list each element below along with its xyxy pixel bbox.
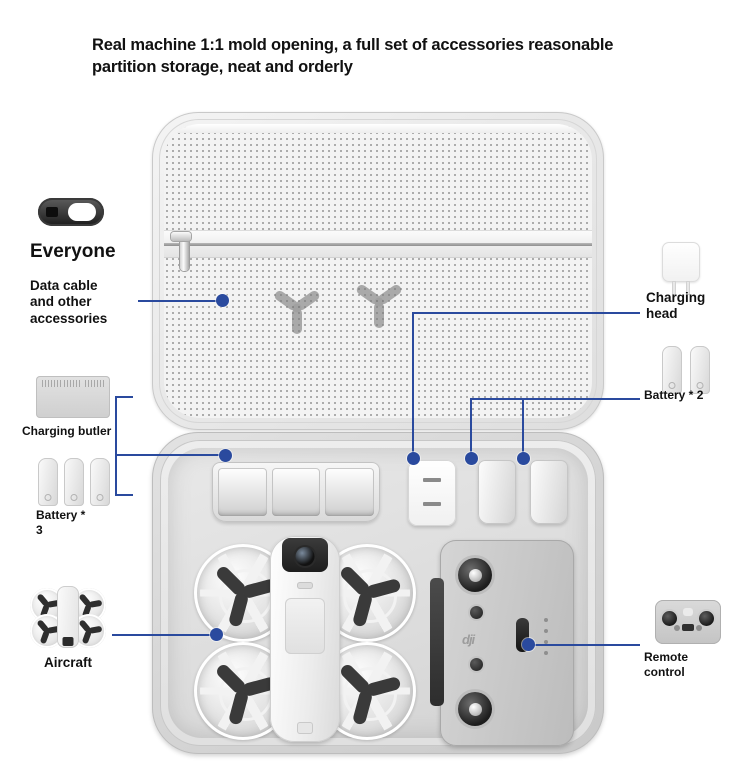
lid-mesh-pocket [164,124,592,418]
leader-bracket-left [115,396,117,496]
leader-line-charging-butler [115,396,133,398]
aircraft-thumbnail [30,586,106,648]
dji-logo: dji [462,632,475,647]
callout-dot-aircraft [210,628,223,641]
leader-line-charging-head-v [412,312,414,460]
everyone-heading: Everyone [30,241,116,262]
mesh-top-edge [164,124,592,133]
battery-thumbnail [690,346,710,394]
brick-port [423,502,441,506]
drone [194,536,416,742]
zipper-track [164,243,592,246]
battery-2-label: Battery * 2 [644,388,704,402]
charging-brick [408,460,456,526]
leader-line-battery-3 [115,494,133,496]
battery-thumbnail [64,458,84,506]
page-title: Real machine 1:1 mold opening, a full se… [92,36,614,77]
callout-dot-battery-b [517,452,530,465]
aircraft-label: Aircraft [44,655,93,670]
remote-controller: dji [430,540,574,746]
leader-line-hub-tray [115,454,225,456]
case-base: dji [152,432,604,754]
callout-dot-charger-hub [219,449,232,462]
camera-lens-icon [295,547,315,566]
drone-top-plate [285,598,325,654]
zipper-band [164,230,592,271]
zipper-pull-icon [171,232,191,271]
leader-line-aircraft [112,634,216,636]
drone-indicator [297,582,313,589]
joystick [458,692,492,726]
battery-thumbnail [662,346,682,394]
battery-thumbnail [38,458,58,506]
leader-line-remote [528,644,640,646]
propeller-shape [350,276,408,328]
hub-slot [271,468,321,516]
charging-butler-thumbnail [36,376,110,418]
drone-body [270,536,340,742]
callout-dot-data-cable [216,294,229,307]
hub-slot [325,468,375,516]
callout-dot-battery-a [465,452,478,465]
hub-slot [218,468,267,516]
battery-led-row [544,618,548,662]
in-case-battery [478,460,516,524]
callout-dot-remote [522,638,535,651]
gimbal-camera [282,538,328,572]
remote-hinge [430,578,444,706]
battery-thumbnail [90,458,110,506]
propeller-shape [268,282,326,334]
remote-button [470,606,483,619]
leader-line-battery-2-v1 [470,398,472,460]
remote-button [470,658,483,671]
leader-line-battery-2-v2 [522,398,524,460]
remote-control-thumbnail [655,600,721,644]
charging-head-label: Charging head [646,290,706,322]
case-foam-insert: dji [168,448,588,746]
leader-line-data-cable [138,300,222,302]
leader-line-charging-head-h [412,312,640,314]
brick-port [423,478,441,482]
remote-control-label: Remote control [644,650,689,679]
charger-hub-tray [212,462,380,522]
in-case-battery [530,460,568,524]
data-cable-icon [38,198,104,226]
charging-butler-label: Charging butler [22,424,112,438]
battery-3-label: Battery * 3 [36,508,86,537]
data-cable-label: Data cable and other accessories [30,278,108,326]
drone-rear-port [297,722,313,734]
leader-line-battery-2-h [470,398,640,400]
case-lid [152,112,604,430]
joystick [458,558,492,592]
charging-head-thumbnail [662,242,700,295]
callout-dot-charging-head [407,452,420,465]
